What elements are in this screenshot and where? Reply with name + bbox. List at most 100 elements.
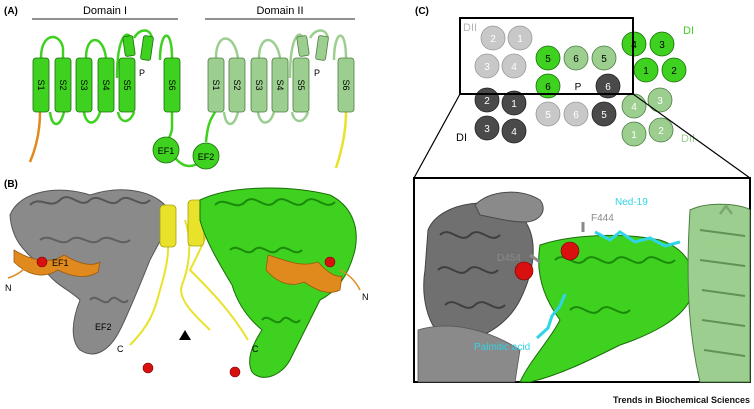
pore-ring-circles: 5 6 5 6 6 5 6 5 xyxy=(535,45,621,127)
c-terminal-tail xyxy=(334,111,348,169)
dii-ghost-circle xyxy=(501,53,527,79)
pore-ring-circle xyxy=(591,101,617,127)
green-helix-ridges-middle xyxy=(229,246,303,254)
n-terminus-right-label: N xyxy=(362,292,369,302)
pore-ring-circle xyxy=(563,101,589,127)
protein-domain-2-cartoon xyxy=(199,187,361,378)
dii-ghost-circle xyxy=(474,53,500,79)
domain-2-pore-loop xyxy=(308,29,348,61)
pore-ring-number: 5 xyxy=(601,54,607,65)
ef1-label: EF1 xyxy=(158,146,175,156)
dii-ghost-circle xyxy=(507,25,533,51)
pore-ring-circle xyxy=(535,73,561,99)
green-helix-ridges-zoom xyxy=(554,256,676,314)
pore-ring-circle xyxy=(563,45,589,71)
yellow-helix-left xyxy=(159,204,177,248)
dii-ghost-number: 2 xyxy=(490,34,496,45)
segment-s3-d2 xyxy=(250,57,268,113)
di-dark-number: 4 xyxy=(511,127,517,138)
di-green-number: 2 xyxy=(671,66,677,77)
di-dark-circle xyxy=(474,115,500,141)
palmitic-acid-label: Palmitic acid xyxy=(474,342,530,353)
domain-1-segment-labels: S1 S2 S3 S4 S5 P S6 xyxy=(36,68,177,91)
panel-c: (C) DII 2 1 3 4 5 6 5 6 6 5 xyxy=(413,6,751,383)
pore-ring-number: 5 xyxy=(545,54,551,65)
d454-sidechain xyxy=(529,253,541,264)
c-terminus-left-label: C xyxy=(117,344,124,354)
label-s1-d1: S1 xyxy=(36,79,46,90)
gray-helix-ridges-lower xyxy=(89,296,129,304)
gray-helix-ridges-middle xyxy=(39,236,131,244)
domain-2-segments xyxy=(207,35,355,113)
f444-label: F444 xyxy=(591,213,614,224)
ned19-molecule xyxy=(594,230,681,248)
dii-light-number: 4 xyxy=(631,102,637,113)
zoom-callout-left xyxy=(413,93,461,179)
zoom-region-box xyxy=(459,17,634,95)
dii-ghost-number: 1 xyxy=(517,34,523,45)
domain-2-title: Domain II xyxy=(256,5,303,17)
label-s4-d2: S4 xyxy=(275,79,285,90)
pore-ring-number: 6 xyxy=(545,82,551,93)
dii-light-circle xyxy=(648,117,674,143)
dii-ghost-circles: 2 1 3 4 xyxy=(474,25,533,79)
segment-s1-d1 xyxy=(32,57,50,113)
segment-s2-d2 xyxy=(228,57,246,113)
label-s3-d1: S3 xyxy=(79,79,89,90)
segment-s5-d1 xyxy=(118,57,136,113)
n-terminus-left-label: N xyxy=(5,283,12,293)
calcium-ion xyxy=(142,362,154,374)
pore-ring-number: 5 xyxy=(601,110,607,121)
di-green-label: DI xyxy=(683,25,694,37)
panel-b-label: (B) xyxy=(4,179,18,190)
orange-ef-hands-right xyxy=(265,254,343,293)
pore-helix-a-d1 xyxy=(122,35,136,57)
label-s6-d1: S6 xyxy=(167,79,177,90)
ef2-hand xyxy=(192,142,220,170)
pore-ring-circle xyxy=(535,101,561,127)
segment-s5-d2 xyxy=(292,57,310,113)
di-dark-label: DI xyxy=(456,132,467,144)
domain-2-segment-labels: S1 S2 S3 S4 S5 P S6 xyxy=(211,68,351,91)
label-p-d2: P xyxy=(314,68,320,78)
panel-a: (A) Domain I Domain II S1 S2 S3 S4 S5 xyxy=(4,5,355,170)
pore-ring-number: 6 xyxy=(605,82,611,93)
calcium-ion xyxy=(324,256,336,268)
segment-s6-d2 xyxy=(337,57,355,113)
pore-ring-circle xyxy=(595,73,621,99)
dii-light-number: 2 xyxy=(658,126,664,137)
domain-1-pore-loop xyxy=(132,29,174,61)
domain-1-segments xyxy=(32,35,181,113)
segment-s3-d1 xyxy=(75,57,93,113)
journal-footer: Trends in Biochemical Sciences xyxy=(613,395,750,405)
gray-helix-ridges-top xyxy=(29,196,151,206)
palmitic-acid-molecule xyxy=(535,293,567,340)
w647-sidechain xyxy=(719,203,733,215)
pore-helix-a-d2 xyxy=(296,35,310,57)
d454-label: D454 xyxy=(497,253,521,264)
pore-ring-circle xyxy=(535,45,561,71)
pore-helix-b-d2 xyxy=(315,35,329,61)
label-s1-d2: S1 xyxy=(211,79,221,90)
green-helix-bundle xyxy=(199,187,357,378)
segment-s4-d2 xyxy=(271,57,289,113)
ned19-label: Ned-19 xyxy=(615,197,648,208)
label-s2-d2: S2 xyxy=(232,79,242,90)
label-s5-d1: S5 xyxy=(122,79,132,90)
dii-ghost-number: 3 xyxy=(484,62,490,73)
calcium-ion xyxy=(229,366,241,378)
pore-helix-b-d1 xyxy=(140,35,154,61)
di-dark-circle xyxy=(501,90,527,116)
pore-ring-number: 5 xyxy=(545,110,551,121)
di-green-number: 3 xyxy=(659,40,665,51)
orange-n-terminus-left xyxy=(7,261,31,279)
di-green-number: 1 xyxy=(643,66,649,77)
di-dark-number: 3 xyxy=(484,124,490,135)
pore-axis-arrowhead xyxy=(179,330,191,340)
label-s5-d2: S5 xyxy=(296,79,306,90)
ef1-left-label: EF1 xyxy=(52,258,69,268)
segment-s1-d2 xyxy=(207,57,225,113)
orange-ef-hands-left xyxy=(13,249,101,277)
orange-n-terminus-right xyxy=(339,269,361,291)
